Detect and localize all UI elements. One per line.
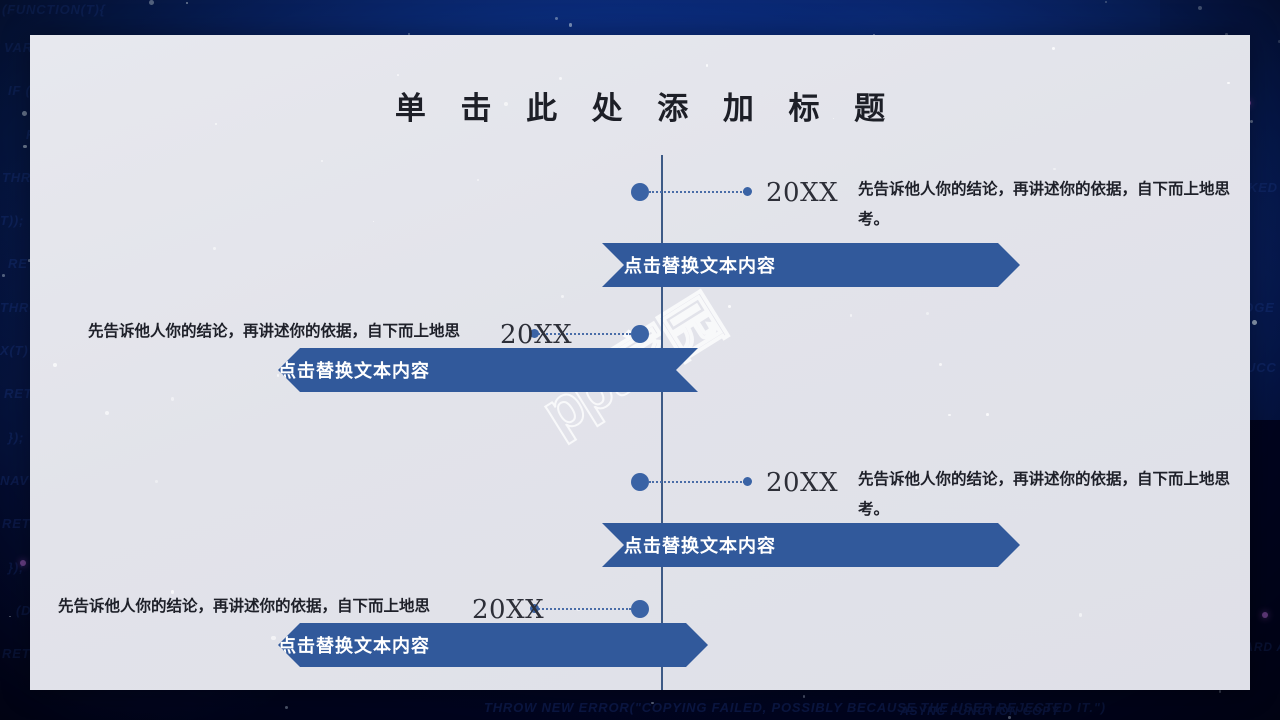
card-sparkle — [705, 64, 709, 67]
timeline-endpoint-dot-2 — [530, 329, 539, 338]
timeline-banner-4[interactable]: 点击替换文本内容 — [278, 623, 708, 667]
timeline-connector-4 — [535, 608, 631, 610]
card-sparkle — [925, 312, 929, 316]
card-sparkle — [832, 117, 835, 120]
timeline-node-4[interactable] — [631, 600, 649, 618]
page-title: 单 击 此 处 添 加 标 题 — [394, 91, 899, 126]
timeline-banner-label-3: 点击替换文本内容 — [624, 536, 776, 556]
timeline-paragraph-3: 先告诉他人你的结论，再讲述你的依据，自下而上地思考。 — [858, 471, 1231, 518]
card-sparkle — [727, 304, 731, 308]
timeline-year-4: 20XX — [472, 595, 545, 625]
card-sparkle — [477, 179, 480, 182]
card-sparkle — [948, 413, 951, 417]
card-sparkle — [170, 590, 175, 594]
card-sparkle — [915, 485, 919, 490]
timeline-banner-label-1: 点击替换文本内容 — [624, 256, 776, 276]
card-sparkle — [214, 123, 217, 126]
card-sparkle — [271, 636, 276, 641]
card-sparkle — [849, 314, 852, 317]
card-sparkle — [276, 374, 280, 377]
timeline-year-3: 20XX — [766, 468, 839, 498]
timeline-banner-2[interactable]: 点击替换文本内容 — [278, 348, 698, 392]
card-sparkle — [1078, 613, 1083, 617]
timeline-banner-label-4: 点击替换文本内容 — [278, 636, 430, 656]
card-sparkle — [1053, 167, 1056, 171]
timeline-node-2[interactable] — [631, 325, 649, 343]
card-sparkle — [320, 159, 324, 162]
timeline-endpoint-dot-3 — [743, 477, 752, 486]
timeline-year-1: 20XX — [766, 178, 839, 208]
card-sparkle — [52, 363, 57, 367]
card-sparkle — [558, 76, 563, 81]
timeline-connector-3 — [649, 481, 745, 483]
timeline-node-3[interactable] — [631, 473, 649, 491]
timeline-banner-label-2: 点击替换文本内容 — [278, 361, 430, 381]
slide-card: ppt家园 单 击 此 处 添 加 标 题 20XX 先告诉他人你的结论，再讲述… — [30, 35, 1250, 690]
card-sparkle — [1227, 81, 1230, 85]
timeline-banner-1[interactable]: 点击替换文本内容 — [602, 243, 1020, 287]
timeline-endpoint-dot-4 — [530, 604, 539, 613]
card-sparkle — [938, 363, 943, 367]
timeline-year-2: 20XX — [500, 320, 573, 350]
timeline-banner-3[interactable]: 点击替换文本内容 — [602, 523, 1020, 567]
timeline-endpoint-dot-1 — [743, 187, 752, 196]
timeline-connector-2 — [535, 333, 631, 335]
card-sparkle — [154, 480, 158, 483]
timeline-paragraph-1: 先告诉他人你的结论，再讲述你的依据，自下而上地思考。 — [858, 181, 1231, 228]
card-sparkle — [372, 220, 375, 223]
card-sparkle — [213, 246, 216, 250]
card-sparkle — [104, 410, 109, 415]
card-sparkle — [985, 413, 989, 416]
timeline-node-1[interactable] — [631, 183, 649, 201]
card-sparkle — [504, 101, 509, 106]
card-sparkle — [397, 73, 400, 76]
card-sparkle — [1051, 46, 1055, 50]
timeline-connector-1 — [649, 191, 745, 193]
card-sparkle — [561, 294, 565, 298]
card-sparkle — [170, 397, 175, 401]
timeline-axis — [661, 155, 663, 690]
